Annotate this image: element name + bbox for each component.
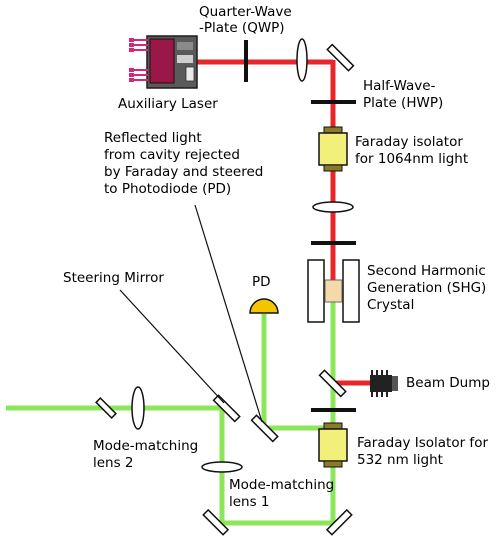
mode-matching-lens-2-label-line-2: lens 2 xyxy=(93,455,134,471)
faraday-isolator-532-icon xyxy=(318,422,348,468)
faraday-532-label-line-2: 532 nm light xyxy=(357,452,443,468)
reflected-light-label-line-1: Reflected light xyxy=(104,130,202,146)
bottom-left-mirror xyxy=(202,508,230,536)
mode-matching-lens-2 xyxy=(131,386,145,430)
dichroic-mirror xyxy=(318,369,347,398)
shg-label-line-1: Second Harmonic xyxy=(367,263,486,279)
reflected-light-pointer xyxy=(194,204,263,423)
qwp-label-line-2: -Plate (QWP) xyxy=(199,20,285,36)
beam-dump-icon xyxy=(370,370,398,397)
top-mirror xyxy=(326,43,355,72)
mode-matching-lens-1 xyxy=(201,461,243,473)
faraday-1064-label-line-1: Faraday isolator xyxy=(355,134,463,150)
mode-matching-lens-1-label-line-1: Mode-matching xyxy=(229,477,335,493)
steering-mirror xyxy=(212,394,241,423)
steering-mirror-pointer xyxy=(119,289,225,404)
reflected-light-label-line-2: from cavity rejected xyxy=(104,147,240,163)
auxiliary-laser-icon xyxy=(129,35,198,89)
steering-mirror-label: Steering Mirror xyxy=(63,270,164,286)
faraday-isolator-1064-icon xyxy=(318,126,348,172)
lens-2-plate xyxy=(95,397,117,419)
shg-crystal-icon xyxy=(307,259,360,323)
photodiode-icon xyxy=(249,298,279,314)
beam-dump-label: Beam Dump xyxy=(406,375,490,391)
shg-label-line-2: Generation (SHG) xyxy=(367,280,487,296)
auxiliary-laser-label: Auxiliary Laser xyxy=(118,96,218,112)
faraday-532-label-line-1: Faraday Isolator for xyxy=(357,435,488,451)
shg-label-line-3: Crystal xyxy=(367,297,415,313)
faraday-1064-label-line-2: for 1064nm light xyxy=(355,151,469,167)
lens-top xyxy=(296,38,308,82)
pd-label: PD xyxy=(252,274,271,290)
qwp-label-line-1: Quarter-Wave xyxy=(199,4,292,20)
hwp-label-line-1: Half-Wave- xyxy=(363,78,436,94)
bottom-right-mirror xyxy=(325,508,353,536)
pd-pickoff-mirror xyxy=(250,414,279,443)
mode-matching-lens-2-label-line-1: Mode-matching xyxy=(93,438,199,454)
lens-middle xyxy=(312,201,354,213)
reflected-light-label-line-4: to Photodiode (PD) xyxy=(104,181,232,197)
reflected-light-label-line-3: by Faraday and steered xyxy=(104,164,264,180)
hwp-label-line-2: Plate (HWP) xyxy=(363,95,444,111)
mode-matching-lens-1-label-line-2: lens 1 xyxy=(229,494,270,510)
